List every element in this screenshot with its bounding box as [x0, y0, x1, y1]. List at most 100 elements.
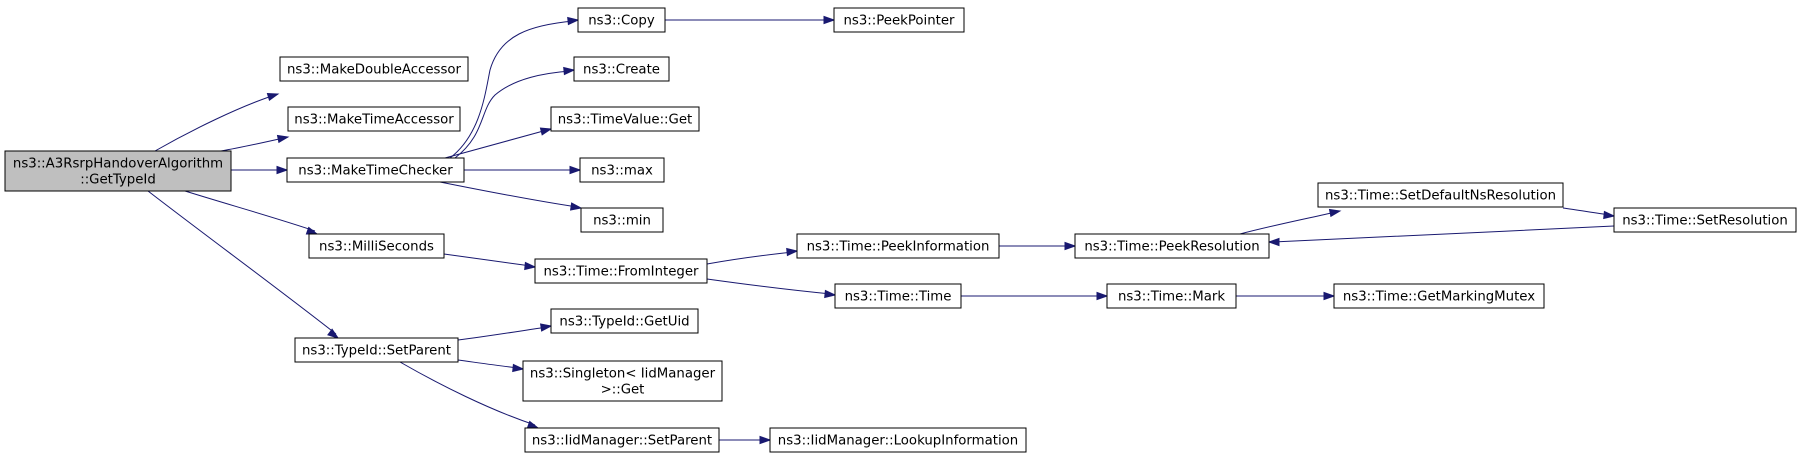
edge-line — [1272, 225, 1615, 243]
node-box — [550, 308, 699, 334]
edge-line — [1562, 207, 1611, 216]
node-min[interactable]: ns3::min — [580, 207, 664, 233]
arrowhead — [786, 247, 799, 257]
edge-line — [443, 253, 532, 267]
edge-line — [706, 278, 832, 295]
node-box — [1106, 283, 1237, 309]
arrowhead — [1064, 241, 1077, 251]
edge-fromInteger-to-timeTime — [706, 278, 837, 299]
edge-line — [439, 181, 578, 208]
node-label: ns3::Create — [583, 63, 660, 78]
node-box — [796, 233, 1000, 259]
node-iid-set-parent[interactable]: ns3::IidManager::SetParent — [524, 427, 720, 453]
node-box — [1317, 182, 1564, 208]
node-box — [524, 427, 720, 453]
node-peek-information[interactable]: ns3::Time::PeekInformation — [796, 233, 1000, 259]
node-max[interactable]: ns3::max — [579, 157, 665, 183]
node-label: ::GetTypeId — [80, 173, 156, 188]
node-time-value-get[interactable]: ns3::TimeValue::Get — [550, 106, 700, 132]
node-label: ns3::Time::Mark — [1118, 290, 1225, 305]
node-set-default-ns-resolution[interactable]: ns3::Time::SetDefaultNsResolution — [1317, 182, 1564, 208]
node-peek-pointer[interactable]: ns3::PeekPointer — [833, 7, 965, 33]
node-box — [294, 337, 459, 363]
node-box — [287, 106, 461, 132]
edge-root-to-makeDoubleAccessor — [154, 92, 280, 152]
edge-line — [449, 20, 575, 159]
node-make-time-checker[interactable]: ns3::MakeTimeChecker — [286, 157, 465, 183]
edge-line — [454, 70, 571, 159]
edge-makeTimeChecker-to-min — [439, 181, 583, 211]
node-box — [1074, 233, 1270, 259]
node-box — [550, 106, 700, 132]
node-label: ns3::Singleton< IidManager — [530, 367, 716, 382]
node-label: ns3::Time::Time — [845, 290, 952, 305]
edge-iidSetParent-to-lookupInformation — [719, 435, 772, 445]
node-lookup-information[interactable]: ns3::IidManager::LookupInformation — [769, 427, 1027, 453]
node-create[interactable]: ns3::Create — [573, 56, 670, 82]
edge-line — [147, 190, 337, 335]
node-get-uid[interactable]: ns3::TypeId::GetUid — [550, 308, 699, 334]
node-mark[interactable]: ns3::Time::Mark — [1106, 283, 1237, 309]
node-milli-seconds[interactable]: ns3::MilliSeconds — [308, 233, 445, 259]
edge-root-to-milliSeconds — [184, 190, 319, 235]
node-label: ns3::PeekPointer — [843, 14, 955, 29]
arrowhead — [1267, 237, 1280, 247]
edge-typeIdSetParent-to-iidSetParent — [399, 361, 540, 429]
arrowhead — [569, 165, 582, 175]
node-box — [522, 360, 723, 402]
node-label: ns3::Time::PeekInformation — [807, 240, 990, 255]
node-box — [573, 56, 670, 82]
edge-line — [457, 326, 548, 341]
edge-setResolution-to-peekResolution — [1267, 225, 1615, 247]
node-singleton-get[interactable]: ns3::Singleton< IidManager>::Get — [522, 360, 723, 402]
arrowhead — [824, 289, 837, 299]
edge-line — [444, 129, 548, 159]
node-from-integer[interactable]: ns3::Time::FromInteger — [534, 258, 708, 284]
node-label: ns3::Time::PeekResolution — [1084, 240, 1259, 255]
node-label: ns3::Time::FromInteger — [543, 265, 699, 280]
node-box — [308, 233, 445, 259]
arrowhead — [512, 363, 525, 373]
arrowhead — [759, 435, 772, 445]
arrowhead — [526, 420, 540, 429]
arrowhead — [567, 16, 580, 26]
arrowhead — [539, 127, 553, 136]
arrowhead — [823, 15, 836, 25]
node-copy[interactable]: ns3::Copy — [577, 7, 666, 33]
edge-line — [1239, 211, 1337, 235]
edge-line — [457, 359, 520, 369]
node-label: ns3::MilliSeconds — [319, 240, 434, 255]
arrowhead — [1328, 208, 1342, 218]
node-set-resolution[interactable]: ns3::Time::SetResolution — [1613, 207, 1797, 233]
node-label: ns3::IidManager::SetParent — [532, 434, 712, 449]
node-time-time[interactable]: ns3::Time::Time — [834, 283, 962, 309]
node-peek-resolution[interactable]: ns3::Time::PeekResolution — [1074, 233, 1270, 259]
arrowhead — [276, 165, 289, 175]
arrowhead — [563, 66, 576, 76]
edge-peekResolution-to-setDefaultNsResolution — [1239, 208, 1342, 235]
edge-timeTime-to-mark — [961, 291, 1109, 301]
node-label: ns3::MakeDoubleAccessor — [287, 63, 462, 78]
node-type-id-set-parent[interactable]: ns3::TypeId::SetParent — [294, 337, 459, 363]
node-get-marking-mutex[interactable]: ns3::Time::GetMarkingMutex — [1333, 283, 1545, 309]
edge-line — [399, 361, 536, 426]
node-box — [1613, 207, 1797, 233]
edge-line — [706, 251, 794, 265]
node-box — [4, 150, 232, 192]
node-box — [579, 157, 665, 183]
node-make-double-accessor[interactable]: ns3::MakeDoubleAccessor — [279, 56, 469, 82]
node-label: ns3::Time::SetDefaultNsResolution — [1325, 189, 1556, 204]
node-label: ns3::MakeTimeChecker — [298, 164, 453, 179]
edge-peekInformation-to-peekResolution — [999, 241, 1077, 251]
arrowhead — [305, 226, 319, 235]
edge-mark-to-getMarkingMutex — [1236, 291, 1336, 301]
node-make-time-accessor[interactable]: ns3::MakeTimeAccessor — [287, 106, 461, 132]
arrowhead — [569, 202, 583, 211]
arrowhead — [266, 92, 280, 102]
node-label: ns3::Copy — [588, 14, 655, 29]
edge-copy-to-peekPointer — [665, 15, 836, 25]
node-label: ns3::TimeValue::Get — [558, 113, 693, 128]
edge-typeIdSetParent-to-getUid — [457, 323, 553, 341]
edge-typeIdSetParent-to-singletonGet — [457, 359, 525, 373]
